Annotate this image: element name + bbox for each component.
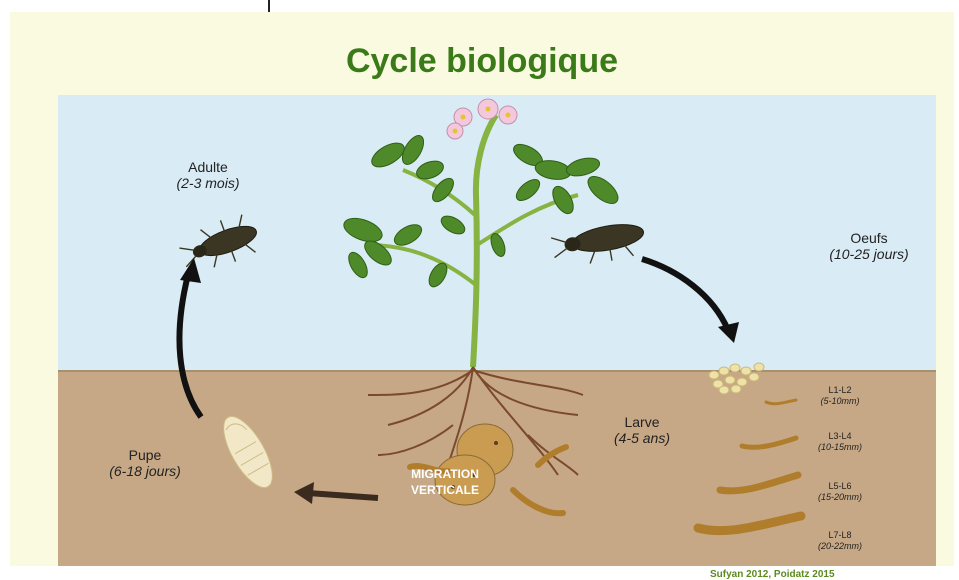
adult-stage-label: Adulte (2-3 mois) [158, 159, 258, 191]
larval-stage-name: L7-L8 [828, 530, 851, 540]
larva-duration: (4-5 ans) [602, 430, 682, 446]
larva-l1-l2 [766, 400, 796, 404]
larval-stage-name: L5-L6 [828, 481, 851, 491]
larval-stage-worms [698, 400, 801, 531]
larval-stage-l1-l2: L1-L2 (5-10mm) [815, 385, 865, 407]
larva-l7-l8 [698, 516, 801, 531]
larval-stage-l3-l4: L3-L4 (10-15mm) [815, 431, 865, 453]
larva-l3-l4 [742, 438, 796, 447]
pupa-duration: (6-18 jours) [90, 463, 200, 479]
larval-stage-name: L3-L4 [828, 431, 851, 441]
larval-stage-size: (5-10mm) [815, 396, 865, 407]
larval-stage-l7-l8: L7-L8 (20-22mm) [815, 530, 865, 552]
arrow-head-to-pupa [294, 482, 314, 504]
eggs-name: Oeufs [850, 230, 887, 246]
arrow-to-eggs [642, 259, 728, 330]
adult-duration: (2-3 mois) [158, 175, 258, 191]
beetle-on-plant [551, 220, 648, 270]
arrow-head-to-eggs [718, 322, 739, 343]
eggs-stage-label: Oeufs (10-25 jours) [814, 230, 924, 262]
source-credit: Sufyan 2012, Poidatz 2015 [710, 569, 835, 580]
larval-stage-size: (10-15mm) [815, 442, 865, 453]
slide-title: Cycle biologique [10, 42, 954, 81]
larva-stage-label: Larve (4-5 ans) [602, 414, 682, 446]
pupa [214, 409, 282, 494]
migration-label: MIGRATION VERTICALE [390, 466, 500, 498]
pupa-name: Pupe [129, 447, 162, 463]
slide: Cycle biologique [10, 12, 954, 566]
pupa-stage-label: Pupe (6-18 jours) [90, 447, 200, 479]
plant-flowers [447, 99, 517, 139]
larval-stage-size: (20-22mm) [815, 541, 865, 552]
eggs-duration: (10-25 jours) [814, 246, 924, 262]
migration-line-1: MIGRATION [390, 466, 500, 482]
larval-stage-size: (15-20mm) [815, 492, 865, 503]
text-cursor-bar [268, 0, 270, 12]
larval-stage-name: L1-L2 [828, 385, 851, 395]
larva-name: Larve [624, 414, 659, 430]
larva-l5-l6 [720, 475, 798, 491]
migration-line-2: VERTICALE [390, 482, 500, 498]
egg-cluster [709, 363, 764, 394]
larval-stage-l5-l6: L5-L6 (15-20mm) [815, 481, 865, 503]
arrow-to-adult [179, 275, 201, 417]
arrow-to-pupa [308, 493, 378, 498]
adult-name: Adulte [188, 159, 228, 175]
